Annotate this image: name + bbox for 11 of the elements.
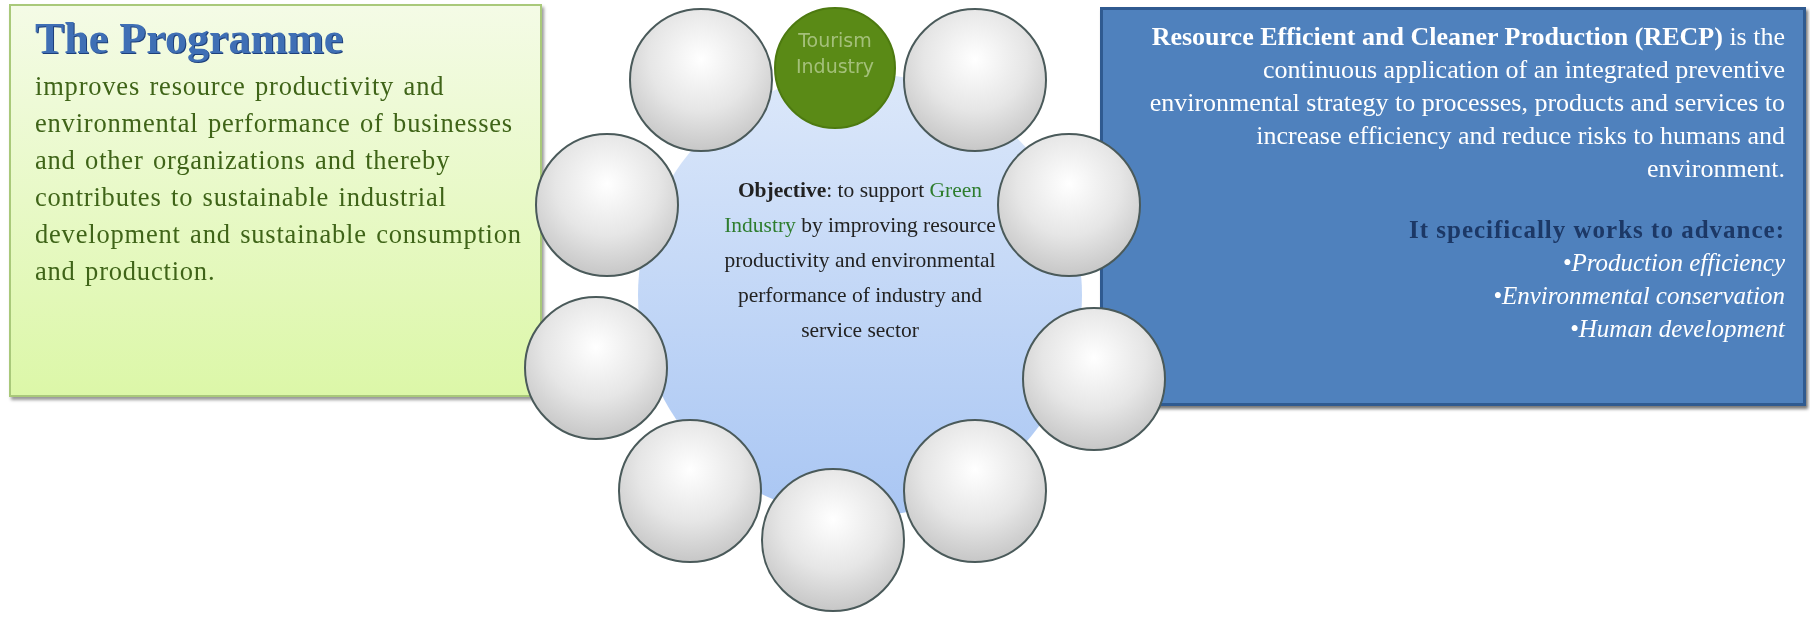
- text-panel: [9, 4, 542, 397]
- text-panel: [1100, 7, 1806, 406]
- panel-title: The Programme: [35, 14, 344, 64]
- list-item: •Environmental conservation: [1493, 281, 1785, 311]
- panel-body-text: improves resource productivity and environmental performance of businesses and other organizations and thereby contributes to sustainable industrial development and sustainable consumption and production.: [35, 70, 523, 288]
- objective-text: Objective: to support Green Industry by improving resource productivity and environmental performance of industry and service sector: [723, 177, 997, 344]
- list-item: •Human development: [1570, 314, 1785, 344]
- sector-label: Tourism Industry: [794, 28, 876, 79]
- definition-text: Resource Efficient and Cleaner Production (RECP) is the continuous application of an integrated preventive environmental strategy to processes, products and services to increase efficiency and reduce risks to humans and environment.: [1148, 21, 1785, 185]
- list-heading: It specifically works to advance:: [1408, 215, 1785, 245]
- list-item: •Production efficiency: [1562, 248, 1785, 278]
